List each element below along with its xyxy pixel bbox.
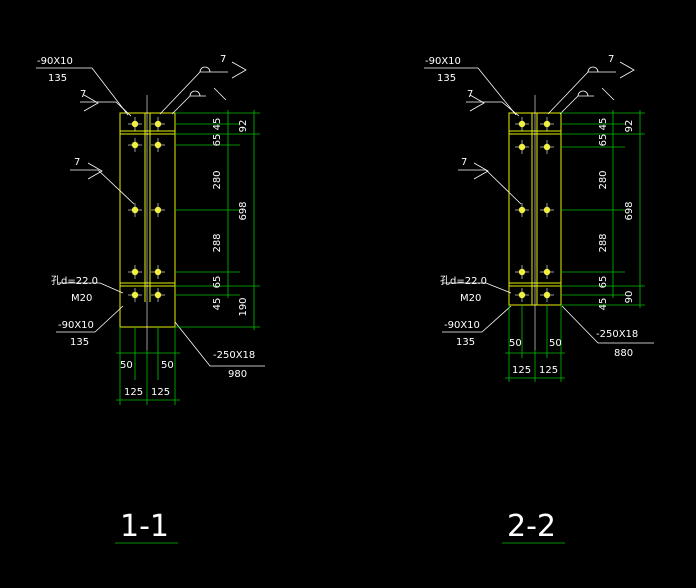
weld-size-2b: 7	[461, 157, 467, 168]
vdim-1-45-top: 45	[212, 118, 223, 131]
bolt	[151, 265, 165, 279]
hole-diameter-2: 孔d=22.0	[440, 275, 487, 287]
vdim-2-65-top: 65	[598, 134, 609, 147]
bolt	[151, 288, 165, 302]
base-plate-size-1: -250X18	[213, 350, 255, 361]
weld-size-2a: 7	[467, 89, 473, 100]
vdim-2-45-bottom: 45	[598, 298, 609, 311]
bolt	[540, 288, 554, 302]
vdim-1-45-bottom: 45	[212, 298, 223, 311]
weld-size-1b: 7	[74, 157, 80, 168]
top-stiffener-length-1: 135	[48, 73, 67, 84]
vdim-1-92: 92	[238, 120, 249, 133]
hdim-2-125-right: 125	[539, 365, 558, 376]
bolt	[128, 138, 142, 152]
hdim-1-50-left: 50	[120, 360, 133, 371]
hole-diameter-1: 孔d=22.0	[51, 275, 98, 287]
dims-1	[115, 110, 565, 544]
bolt	[151, 203, 165, 217]
base-plate-size-2: -250X18	[596, 329, 638, 340]
bolt	[540, 117, 554, 131]
bolt	[128, 117, 142, 131]
bolt	[540, 265, 554, 279]
bolt	[128, 203, 142, 217]
section-title-1: 1-1	[120, 509, 169, 544]
hdim-2-50-left: 50	[509, 338, 522, 349]
bottom-stiffener-length-2: 135	[456, 337, 475, 348]
vdim-2-92: 92	[624, 120, 635, 133]
vdim-2-288: 288	[598, 233, 609, 252]
bolt	[515, 203, 529, 217]
bolt-size-1: M20	[71, 293, 92, 304]
vdim-2-698: 698	[624, 201, 635, 220]
bolt	[151, 138, 165, 152]
vdim-1-698: 698	[238, 201, 249, 220]
hdim-1-125-right: 125	[151, 387, 170, 398]
bolts-1	[128, 117, 165, 302]
section-title-2: 2-2	[507, 509, 556, 544]
vdim-2-45-top: 45	[598, 118, 609, 131]
weld-size-2c: 7	[608, 54, 614, 65]
top-stiffener-thickness-2: -90X10	[425, 56, 461, 67]
section-1-1: -90X10 135 7 7 7 孔d=22.0 M20 -90X10 135 …	[36, 54, 565, 544]
vdim-1-280: 280	[212, 170, 223, 189]
vdim-1-65-bottom: 65	[212, 276, 223, 289]
bolt	[515, 265, 529, 279]
vdim-1-65-top: 65	[212, 134, 223, 147]
dims-2	[505, 110, 645, 382]
bottom-stiffener-thickness-1: -90X10	[58, 320, 94, 331]
hdim-2-125-left: 125	[512, 365, 531, 376]
hdim-1-50-right: 50	[161, 360, 174, 371]
vdim-1-288: 288	[212, 233, 223, 252]
leaders-2	[424, 61, 654, 344]
bolt	[128, 288, 142, 302]
vdim-1-190: 190	[238, 297, 249, 316]
bolt	[515, 140, 529, 154]
bolt	[540, 140, 554, 154]
section-2-2: -90X10 135 7 7 7 孔d=22.0 M20 -90X10 135 …	[424, 54, 654, 544]
bolt	[515, 117, 529, 131]
hdim-1-125-left: 125	[124, 387, 143, 398]
bolt	[128, 265, 142, 279]
top-stiffener-thickness-1: -90X10	[37, 56, 73, 67]
bolt-size-2: M20	[460, 293, 481, 304]
bolt	[515, 288, 529, 302]
vdim-2-90: 90	[624, 291, 635, 304]
base-plate-length-1: 980	[228, 369, 247, 380]
bolt	[540, 203, 554, 217]
weld-size-1a: 7	[80, 89, 86, 100]
leaders-1	[36, 61, 265, 367]
plate-1	[119, 112, 176, 328]
base-plate-length-2: 880	[614, 348, 633, 359]
bottom-stiffener-length-1: 135	[70, 337, 89, 348]
base-plate-outline-1	[119, 112, 176, 328]
top-stiffener-length-2: 135	[437, 73, 456, 84]
weld-size-1c: 7	[220, 54, 226, 65]
hdim-2-50-right: 50	[549, 338, 562, 349]
vdim-2-65-bottom: 65	[598, 276, 609, 289]
bolt	[151, 117, 165, 131]
bolts-2	[515, 117, 554, 302]
bottom-stiffener-thickness-2: -90X10	[444, 320, 480, 331]
vdim-2-280: 280	[598, 170, 609, 189]
